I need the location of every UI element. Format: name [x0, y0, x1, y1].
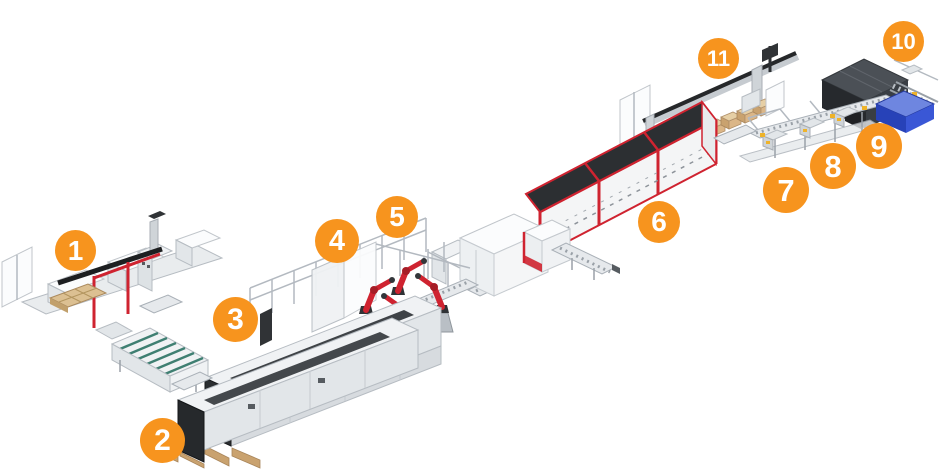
station-badge-5: 5: [376, 196, 418, 238]
station-badge-1: 1: [55, 230, 96, 271]
trimming-line-conveyor: [738, 94, 900, 163]
station-2-stringer-machines: [151, 295, 443, 469]
glass-washer: [94, 321, 214, 393]
line-station-module: [761, 129, 789, 151]
gantry-carriage: [762, 43, 778, 62]
station-badge-2: 2: [140, 418, 185, 463]
edge-trim-branch: [522, 219, 620, 280]
glass-pallet: [48, 283, 108, 313]
line-station-module: [798, 117, 826, 139]
blue-bin: [874, 90, 936, 133]
station-1-glass-loader: [1, 211, 224, 328]
station-badge-11: 11: [698, 38, 739, 79]
station-badge-6: 6: [638, 201, 680, 243]
loader-beam: [57, 246, 163, 286]
control-cabinet: [765, 80, 785, 117]
stringer-front: [151, 317, 420, 469]
station-badge-8: 8: [810, 143, 856, 189]
station-badge-3: 3: [213, 297, 258, 342]
station-badge-9: 9: [856, 123, 902, 169]
line-station-module: [832, 106, 860, 128]
robot: [391, 258, 427, 295]
station-badge-7: 7: [763, 167, 809, 213]
station-badge-10: 10: [883, 21, 924, 62]
robot: [359, 277, 395, 314]
station-badge-4: 4: [315, 219, 359, 263]
